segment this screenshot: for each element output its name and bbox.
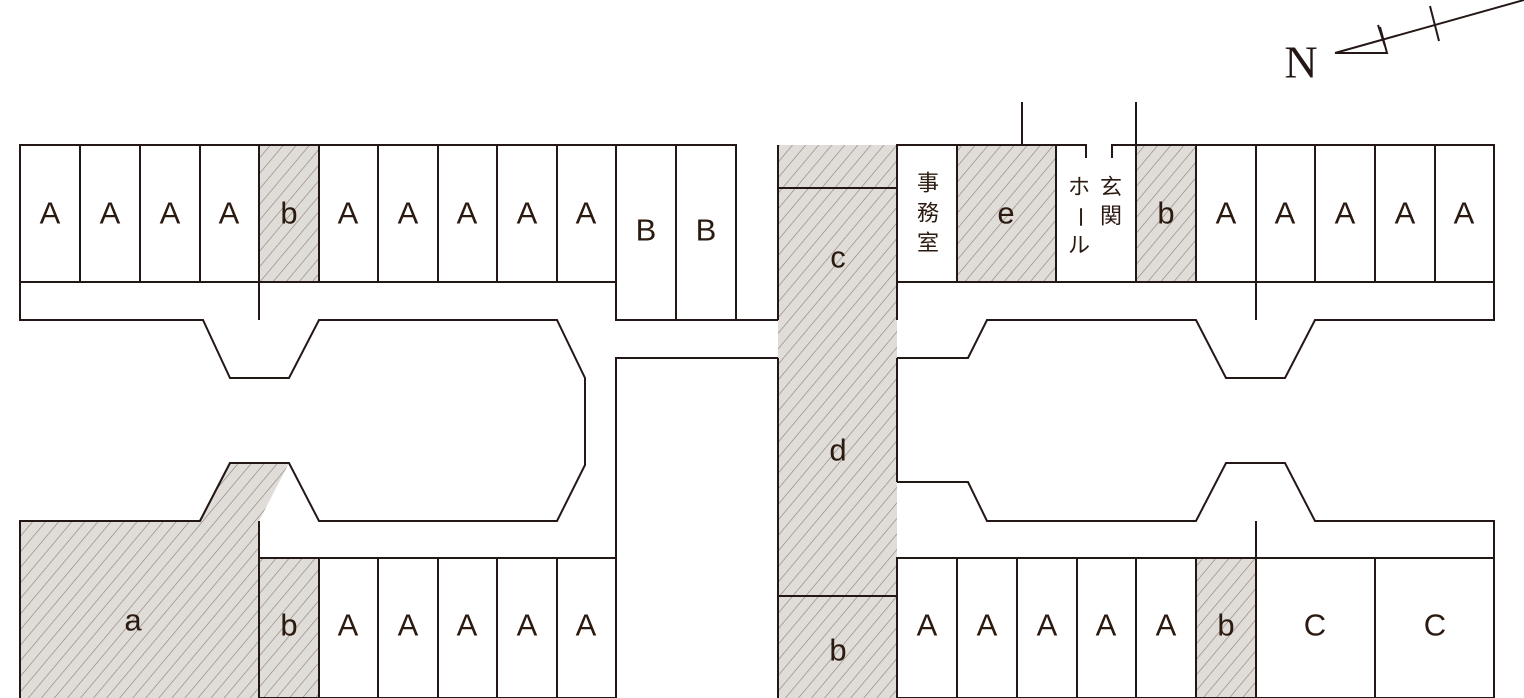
north-arrow-icon: N <box>1284 0 1524 88</box>
unit-label: A <box>1216 196 1237 231</box>
unit-label: A <box>517 608 538 643</box>
unit-label: B <box>636 213 657 248</box>
room-e-hatched <box>956 144 1057 283</box>
unit-A <box>318 557 379 698</box>
unit-label: A <box>576 608 597 643</box>
room-e-label: e <box>997 196 1014 231</box>
office-label: 事 務 室 <box>917 172 939 257</box>
unit-label: A <box>457 196 478 231</box>
unit-A <box>1255 144 1316 283</box>
area-c-label: c <box>830 240 846 275</box>
center-column: c d b <box>777 145 898 698</box>
unit-label: b <box>1157 196 1174 231</box>
unit-label: A <box>1156 608 1177 643</box>
unit-A <box>496 557 558 698</box>
unit-label: A <box>1037 608 1058 643</box>
svg-text:玄: 玄 <box>1100 176 1122 201</box>
unit-label: A <box>1335 196 1356 231</box>
area-d-label: d <box>829 433 846 468</box>
unit-A <box>1016 557 1078 698</box>
unit-b-hatched <box>258 557 320 698</box>
unit-label: b <box>829 633 846 668</box>
svg-text:事: 事 <box>917 172 939 197</box>
unit-A <box>1434 144 1495 283</box>
unit-C <box>1374 557 1495 698</box>
unit-label: A <box>100 196 121 231</box>
unit-label: A <box>338 196 359 231</box>
unit-A <box>1135 557 1197 698</box>
unit-label: b <box>280 608 297 643</box>
unit-label: A <box>40 196 61 231</box>
unit-label: b <box>280 196 297 231</box>
unit-A <box>377 557 439 698</box>
svg-text:室: 室 <box>917 232 939 257</box>
area-a-label: a <box>124 603 142 638</box>
unit-A <box>139 144 201 283</box>
unit-label: A <box>1275 196 1296 231</box>
top-right-units: 事 務 室 e 玄 関 ホ ー ル b A A A A A <box>896 102 1495 283</box>
unit-label: A <box>457 608 478 643</box>
unit-label: A <box>338 608 359 643</box>
unit-label: A <box>1096 608 1117 643</box>
unit-label: A <box>1454 196 1475 231</box>
svg-text:ホ: ホ <box>1068 176 1090 201</box>
right-corridor <box>897 282 1495 558</box>
top-left-units: A A A A b A A A A A B B <box>19 144 737 321</box>
unit-label: A <box>1395 196 1416 231</box>
svg-text:関: 関 <box>1100 205 1122 230</box>
unit-A <box>377 144 439 283</box>
unit-label: A <box>576 196 597 231</box>
unit-label: A <box>977 608 998 643</box>
north-label: N <box>1284 37 1317 88</box>
entrance-hall-label: 玄 関 ホ ー ル <box>1067 176 1123 259</box>
unit-label: A <box>917 608 938 643</box>
unit-A <box>896 557 958 698</box>
unit-A <box>318 144 379 283</box>
unit-A <box>437 144 498 283</box>
unit-label: C <box>1304 608 1326 643</box>
unit-A <box>556 557 617 698</box>
unit-A <box>199 144 260 283</box>
unit-label: A <box>160 196 181 231</box>
unit-label: B <box>696 213 717 248</box>
unit-label: A <box>398 608 419 643</box>
svg-text:ー: ー <box>1067 206 1092 228</box>
unit-B <box>675 144 737 321</box>
svg-text:ル: ル <box>1068 234 1090 259</box>
unit-C <box>1255 557 1376 698</box>
unit-A <box>79 144 141 283</box>
bottom-right-units: A A A A A b C C <box>896 557 1495 698</box>
unit-A <box>956 557 1018 698</box>
unit-B <box>615 144 677 321</box>
unit-label: A <box>517 196 538 231</box>
bottom-left-units: a b A A A A A <box>19 462 617 698</box>
unit-label: A <box>398 196 419 231</box>
unit-label: C <box>1424 608 1446 643</box>
unit-A <box>496 144 558 283</box>
unit-label: b <box>1217 608 1234 643</box>
unit-label: A <box>219 196 240 231</box>
unit-b-hatched <box>1135 144 1197 283</box>
svg-text:務: 務 <box>917 202 939 227</box>
unit-A <box>1314 144 1376 283</box>
unit-A <box>556 144 617 283</box>
